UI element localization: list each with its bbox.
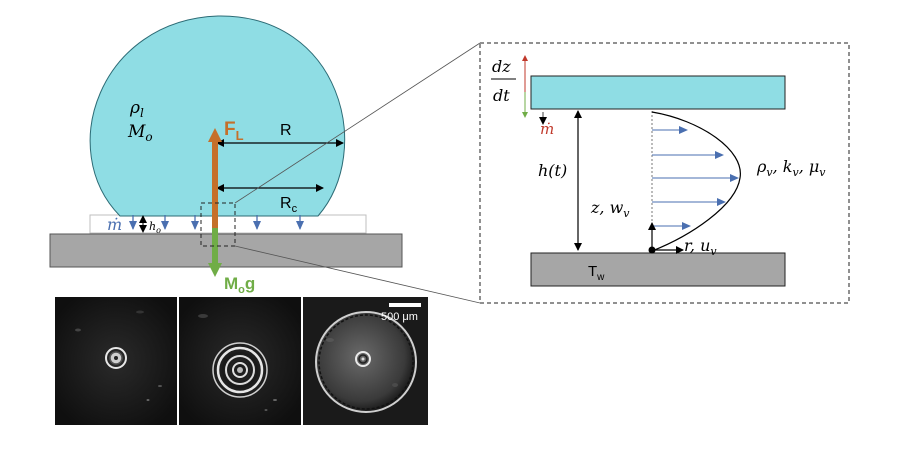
evaporation-label: ṁ (107, 215, 122, 234)
substrate (49, 233, 403, 268)
origin-dot (648, 246, 656, 254)
micrograph-3: 500 μm (303, 297, 428, 425)
zoom-region-box (200, 202, 236, 247)
velocity-arrows (652, 126, 739, 230)
velocity-profile-curve (651, 111, 741, 252)
wall-temperature-label: Tw (588, 263, 605, 283)
r-label: r, uv (684, 236, 717, 258)
scale-bar-label: 500 μm (381, 311, 418, 323)
height-label: h(t) (538, 161, 567, 180)
zoom-connector-top (234, 42, 481, 204)
contact-radius-label: Rc (280, 195, 298, 215)
lift-label: FL (224, 119, 244, 143)
micrograph-strip: 500 μm (55, 297, 428, 425)
gap-label: ho (149, 220, 161, 235)
droplet-body (89, 15, 346, 217)
density-label: ρl (129, 98, 144, 120)
dz-numerator: dz (492, 57, 511, 76)
inset-wall (530, 252, 786, 287)
inset-evap-label: ṁ (540, 120, 554, 138)
evaporation-arrows (129, 215, 304, 230)
droplet-schematic: ρl Mo FL R Rc ṁ ho Mog (49, 15, 403, 296)
radius-label: R (280, 122, 292, 139)
inset-panel: dz dt ṁ h(t) z, wv r, uv ρv, kv, μv Tw (479, 42, 850, 304)
micrograph-1 (55, 297, 177, 425)
micrograph-2 (179, 297, 301, 425)
scale-bar (389, 303, 421, 307)
zoom-connector-bottom (234, 245, 481, 304)
dz-denominator: dt (493, 86, 510, 105)
weight-label: Mog (224, 274, 255, 296)
vapor-properties-label: ρv, kv, μv (756, 157, 826, 179)
inset-droplet-slab (530, 75, 786, 110)
vapor-film (89, 214, 367, 234)
mass-label: Mo (127, 122, 153, 144)
z-label: z, wv (590, 198, 630, 220)
